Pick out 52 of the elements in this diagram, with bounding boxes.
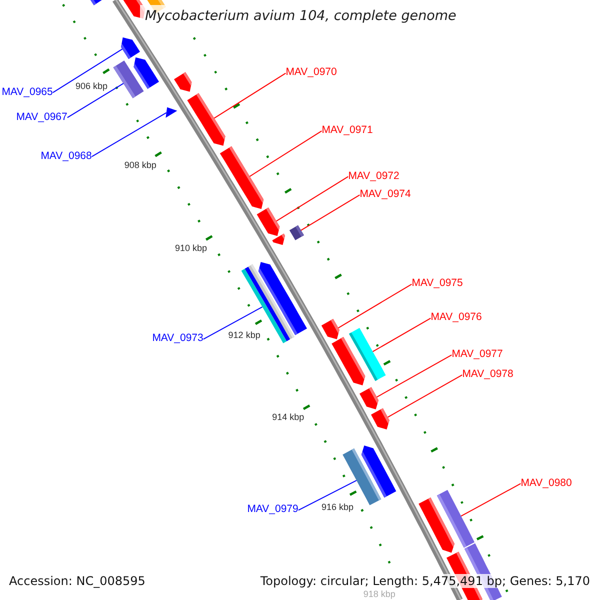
leader-line xyxy=(91,112,167,158)
gene-feature xyxy=(418,498,454,553)
gene-label: MAV_0976 xyxy=(430,311,482,324)
gene-feature xyxy=(256,208,280,236)
scale-label: 908 kbp xyxy=(124,160,156,170)
gene-label: MAV_0971 xyxy=(322,124,373,136)
gene-label: MAV_0977 xyxy=(452,348,503,360)
gene-feature xyxy=(371,408,390,430)
gene-feature xyxy=(113,60,144,98)
gene-feature xyxy=(121,37,140,59)
gene-label: MAV_0978 xyxy=(462,368,514,380)
leader-line xyxy=(214,72,286,119)
gene-feature xyxy=(90,0,102,6)
leader-line xyxy=(300,194,360,231)
scale-label: 918 kbp xyxy=(363,590,396,599)
scale-label: 906 kbp xyxy=(76,82,108,91)
scale-label: 916 kbp xyxy=(322,502,354,512)
leader-line xyxy=(338,284,412,328)
gene-feature xyxy=(220,146,264,209)
leader-line xyxy=(376,354,452,398)
leader-line xyxy=(460,483,522,517)
scale-label: 912 kbp xyxy=(228,331,260,340)
gene-feature xyxy=(321,318,340,340)
gene-label: MAV_0970 xyxy=(286,66,337,78)
gene-label: MAV_0967 xyxy=(16,110,68,123)
gene-feature xyxy=(166,107,178,118)
gene-label: MAV_0965 xyxy=(2,86,53,98)
scale-label: 910 kbp xyxy=(175,244,208,254)
gene-feature xyxy=(360,387,378,410)
gene-feature xyxy=(332,336,366,386)
leader-line xyxy=(276,176,349,222)
gene-feature xyxy=(174,72,192,92)
leader-line xyxy=(372,318,432,352)
gene-feature xyxy=(289,225,304,240)
gene-label: MAV_0975 xyxy=(412,277,463,290)
gene-label: MAV_0973 xyxy=(152,332,204,344)
gene-label: MAV_0968 xyxy=(40,150,92,162)
scale-label: 914 kbp xyxy=(272,413,304,422)
leader-line xyxy=(387,374,463,418)
gene-label: MAV_0972 xyxy=(348,170,400,182)
leader-line xyxy=(298,480,357,511)
gene-feature xyxy=(342,448,382,506)
gene-label: MAV_0974 xyxy=(360,188,411,200)
leader-line xyxy=(66,82,124,118)
gene-feature xyxy=(187,93,226,146)
gene-label: MAV_0979 xyxy=(247,503,298,516)
leader-line xyxy=(202,306,263,340)
leader-line xyxy=(249,130,322,177)
gene-label: MAV_0980 xyxy=(520,476,572,489)
leader-line xyxy=(52,48,123,94)
gene-feature xyxy=(241,264,294,344)
gene-feature xyxy=(272,234,285,245)
